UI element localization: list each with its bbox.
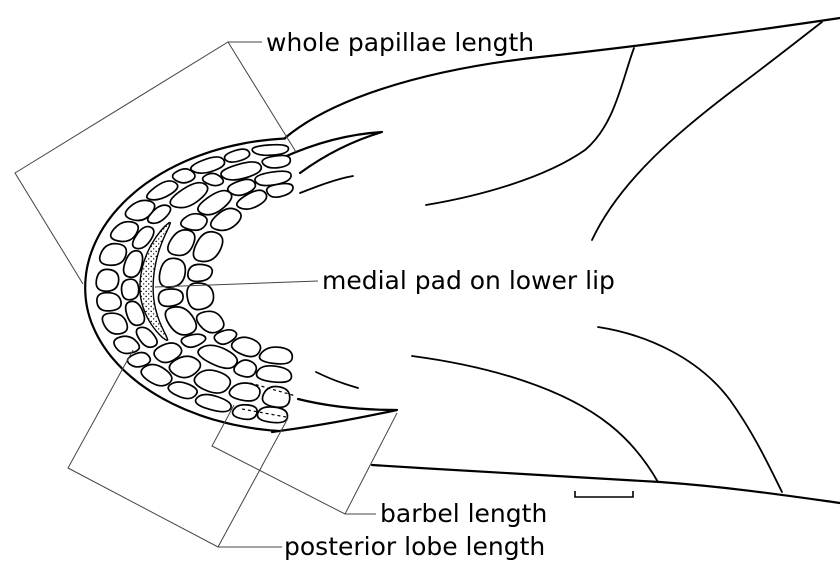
papilla [229,383,260,401]
papilla [187,283,214,310]
papilla [198,345,237,368]
papilla [168,382,197,399]
papilla [159,258,185,287]
papilla [114,336,139,353]
papilla [141,365,172,386]
lower-barbel [272,399,397,432]
papilla [181,334,205,347]
papilla [96,269,119,291]
papilla [196,394,232,411]
lower-body-line-1 [412,356,658,482]
lower-lip-fold [316,372,358,388]
scale-bar [575,491,633,497]
papilla [97,293,121,311]
papilla [252,145,288,156]
lower-body-line-2 [598,327,782,492]
papilla [232,337,261,356]
papilla [165,307,196,335]
label-medial-pad: medial pad on lower lip [322,266,615,295]
papillae [96,145,293,423]
papilla [193,232,222,262]
upper-body-line-2 [592,22,822,240]
papilla [100,244,127,266]
barbel-length-bracket [212,405,397,514]
head-outline [285,18,840,503]
label-barbel-length: barbel length [380,499,547,528]
papilla [259,347,292,364]
papilla [194,370,230,393]
papilla [158,289,183,306]
label-whole-papillae-length: whole papillae length [266,28,534,57]
papilla [191,157,225,173]
papilla [168,230,195,256]
papilla [233,405,258,420]
papilla [188,264,212,281]
papilla [122,279,139,300]
papilla [262,155,290,168]
label-posterior-lobe-length: posterior lobe length [284,532,545,561]
upper-barbel [282,132,382,173]
posterior-lobe-bracket [68,350,288,547]
upper-lip-fold [300,176,353,193]
upper-body-line-1 [426,48,634,205]
papilla [136,327,157,347]
labels: whole papillae length medial pad on lowe… [266,28,615,561]
papilla [225,149,250,162]
papilla [102,313,127,334]
papilla [181,214,207,231]
papilla [257,366,292,382]
papilla [197,311,224,332]
papilla [262,386,289,407]
